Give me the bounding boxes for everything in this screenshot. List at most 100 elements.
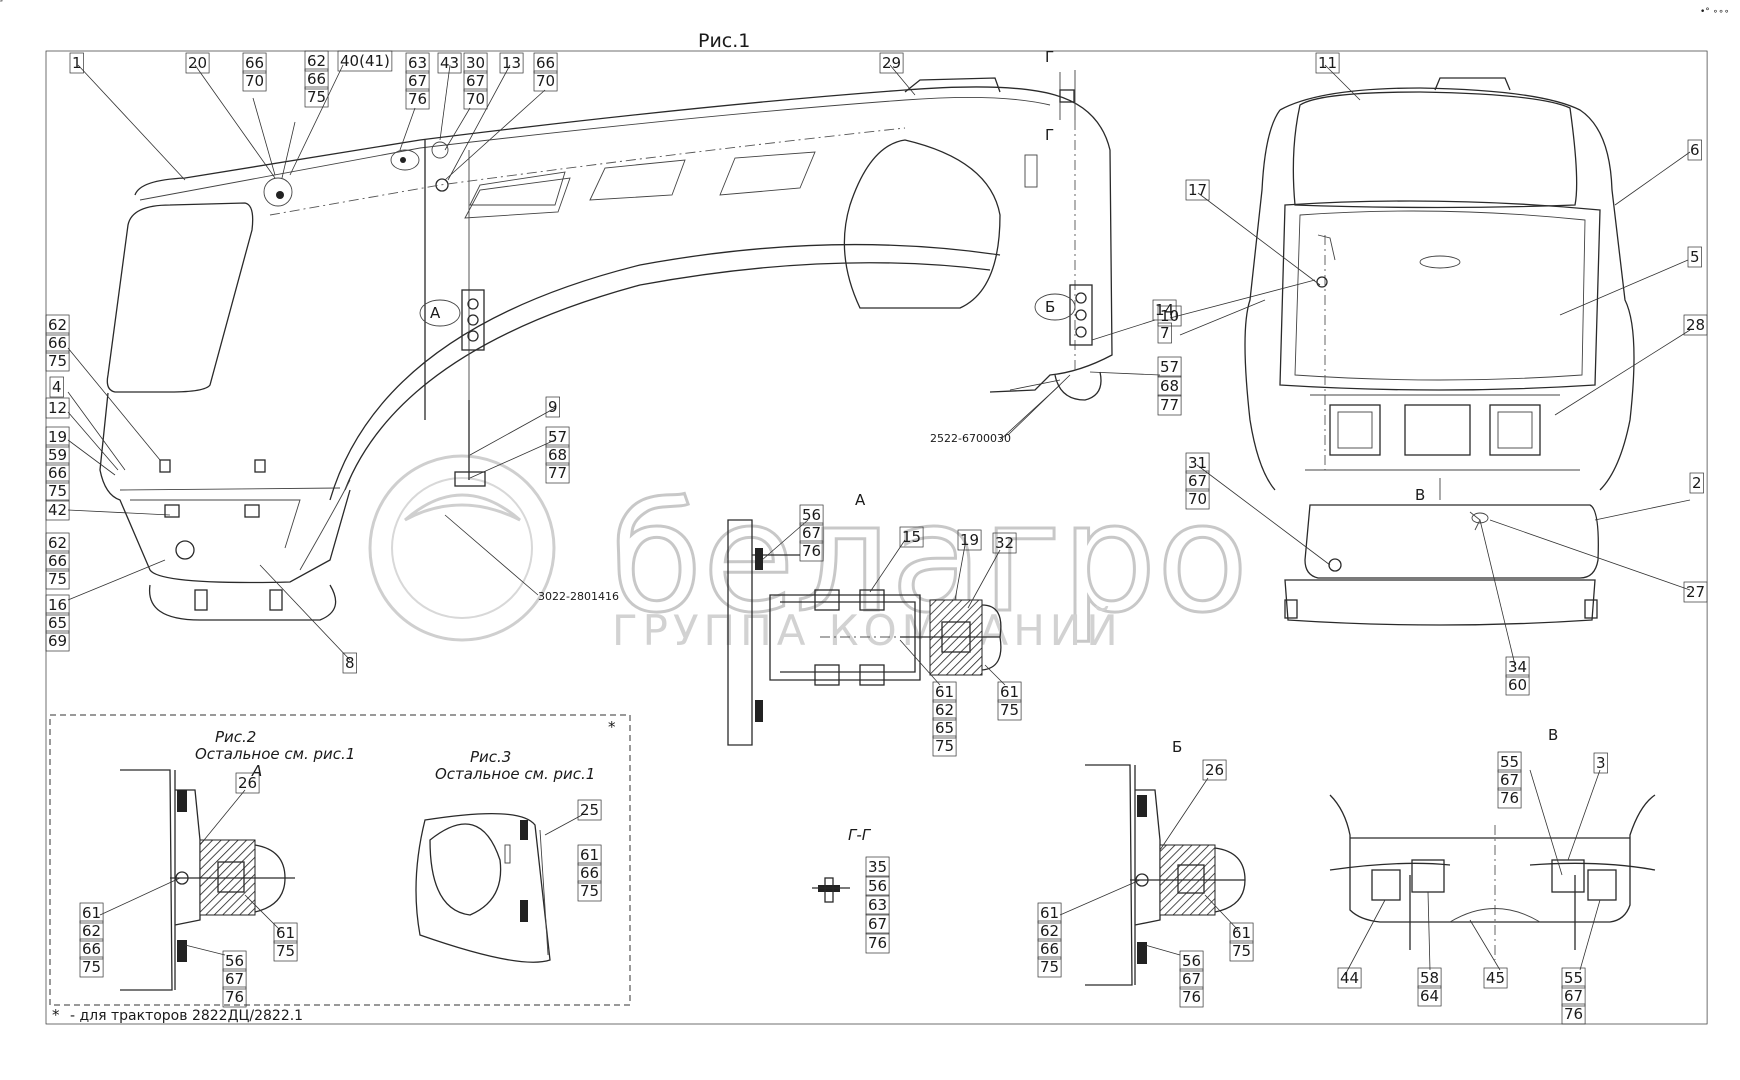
callout-67: 67 xyxy=(1182,970,1201,988)
callout-75: 75 xyxy=(307,88,326,106)
callout-box xyxy=(545,444,570,466)
callout-70: 70 xyxy=(1188,490,1207,508)
part-code-1: 2522-6700030 xyxy=(930,432,1011,445)
callout-box xyxy=(1497,751,1522,773)
callout-30: 30 xyxy=(466,54,485,72)
callout-box xyxy=(865,932,890,954)
callout-8: 8 xyxy=(345,654,355,672)
callout-9: 9 xyxy=(548,398,558,416)
callout-67: 67 xyxy=(802,524,821,542)
callout-67: 67 xyxy=(225,970,244,988)
callout-11: 11 xyxy=(1318,54,1337,72)
callout-61: 61 xyxy=(1232,924,1251,942)
callout-77: 77 xyxy=(548,464,567,482)
callout-66: 66 xyxy=(307,70,326,88)
detail-v: В xyxy=(1329,726,1656,960)
callout-14: 14 xyxy=(1155,301,1174,319)
callout-box xyxy=(799,504,824,526)
callout-76: 76 xyxy=(868,934,887,952)
callout-75: 75 xyxy=(1000,701,1019,719)
callout-26: 26 xyxy=(1205,761,1224,779)
callout-box xyxy=(45,550,70,572)
callout-62: 62 xyxy=(48,534,67,552)
callout-70: 70 xyxy=(466,90,485,108)
callout-1: 1 xyxy=(72,54,82,72)
callout-box xyxy=(932,717,957,739)
callout-box xyxy=(45,532,70,554)
section-gg: Г-Г xyxy=(812,826,872,903)
callout-box xyxy=(222,986,247,1008)
callout-62: 62 xyxy=(48,316,67,334)
callout-box xyxy=(865,875,890,897)
callout-12: 12 xyxy=(48,399,67,417)
callout-box xyxy=(1179,950,1204,972)
corner-mark: •° ∘∘∘ xyxy=(1700,7,1730,17)
footnote-asterisk: * xyxy=(52,1006,60,1024)
callout-56: 56 xyxy=(802,506,821,524)
callout-62: 62 xyxy=(82,922,101,940)
callout-43: 43 xyxy=(440,54,459,72)
callout-58: 58 xyxy=(1420,969,1439,987)
callout-62: 62 xyxy=(935,701,954,719)
fig2-fig3-frame xyxy=(49,714,631,1006)
callout-61: 61 xyxy=(82,904,101,922)
callout-62: 62 xyxy=(1040,922,1059,940)
callout-box xyxy=(997,681,1022,703)
callout-76: 76 xyxy=(225,988,244,1006)
callout-box xyxy=(1683,581,1708,603)
callout-19: 19 xyxy=(48,428,67,446)
callout-13: 13 xyxy=(502,54,521,72)
callout-45: 45 xyxy=(1486,969,1505,987)
callout-box xyxy=(799,522,824,544)
callout-4: 4 xyxy=(52,378,62,396)
callout-76: 76 xyxy=(1564,1005,1583,1023)
callout-box xyxy=(45,397,70,419)
detail-v-title: В xyxy=(1548,726,1558,744)
callout-66: 66 xyxy=(48,464,67,482)
callout-box xyxy=(997,699,1022,721)
callout-box xyxy=(1179,986,1204,1008)
callout-28: 28 xyxy=(1686,316,1705,334)
frame-asterisk: * xyxy=(608,718,616,736)
callout-box xyxy=(1229,940,1254,962)
callout-76: 76 xyxy=(1182,988,1201,1006)
callout-box xyxy=(957,529,982,551)
callout-box xyxy=(932,681,957,703)
callout-69: 69 xyxy=(48,632,67,650)
callout-box xyxy=(1202,759,1227,781)
callout-10: 10 xyxy=(1160,307,1179,325)
callout-26: 26 xyxy=(238,774,257,792)
fig3-detail xyxy=(415,812,551,963)
callout-66: 66 xyxy=(580,864,599,882)
callout-box xyxy=(304,50,329,72)
callout-box xyxy=(273,940,298,962)
callout-box xyxy=(405,88,430,110)
callout-box xyxy=(222,968,247,990)
callout-box xyxy=(1185,470,1210,492)
callout-61: 61 xyxy=(935,683,954,701)
callout-34: 34 xyxy=(1508,658,1527,676)
callout-box xyxy=(235,772,260,794)
callout-box xyxy=(1687,246,1702,268)
callout-box xyxy=(1037,956,1062,978)
callout-box xyxy=(1417,967,1442,989)
callout-65: 65 xyxy=(935,719,954,737)
callout-box xyxy=(342,652,357,674)
callout-box xyxy=(45,332,70,354)
callout-70: 70 xyxy=(245,72,264,90)
callout-62: 62 xyxy=(307,52,326,70)
part-code-2: 3022-2801416 xyxy=(538,590,619,603)
callout-box xyxy=(45,568,70,590)
callout-box xyxy=(1687,139,1702,161)
callout-box xyxy=(45,499,70,521)
callout-box xyxy=(0,0,3,2)
callout-box xyxy=(1037,902,1062,924)
callout-61: 61 xyxy=(276,924,295,942)
leader-lines xyxy=(67,64,1691,976)
callout-75: 75 xyxy=(48,570,67,588)
callout-box xyxy=(799,540,824,562)
callout-box xyxy=(1157,394,1182,416)
section-mark-g-top: Г xyxy=(1045,48,1054,66)
callout-box xyxy=(1179,968,1204,990)
callout-box xyxy=(932,699,957,721)
